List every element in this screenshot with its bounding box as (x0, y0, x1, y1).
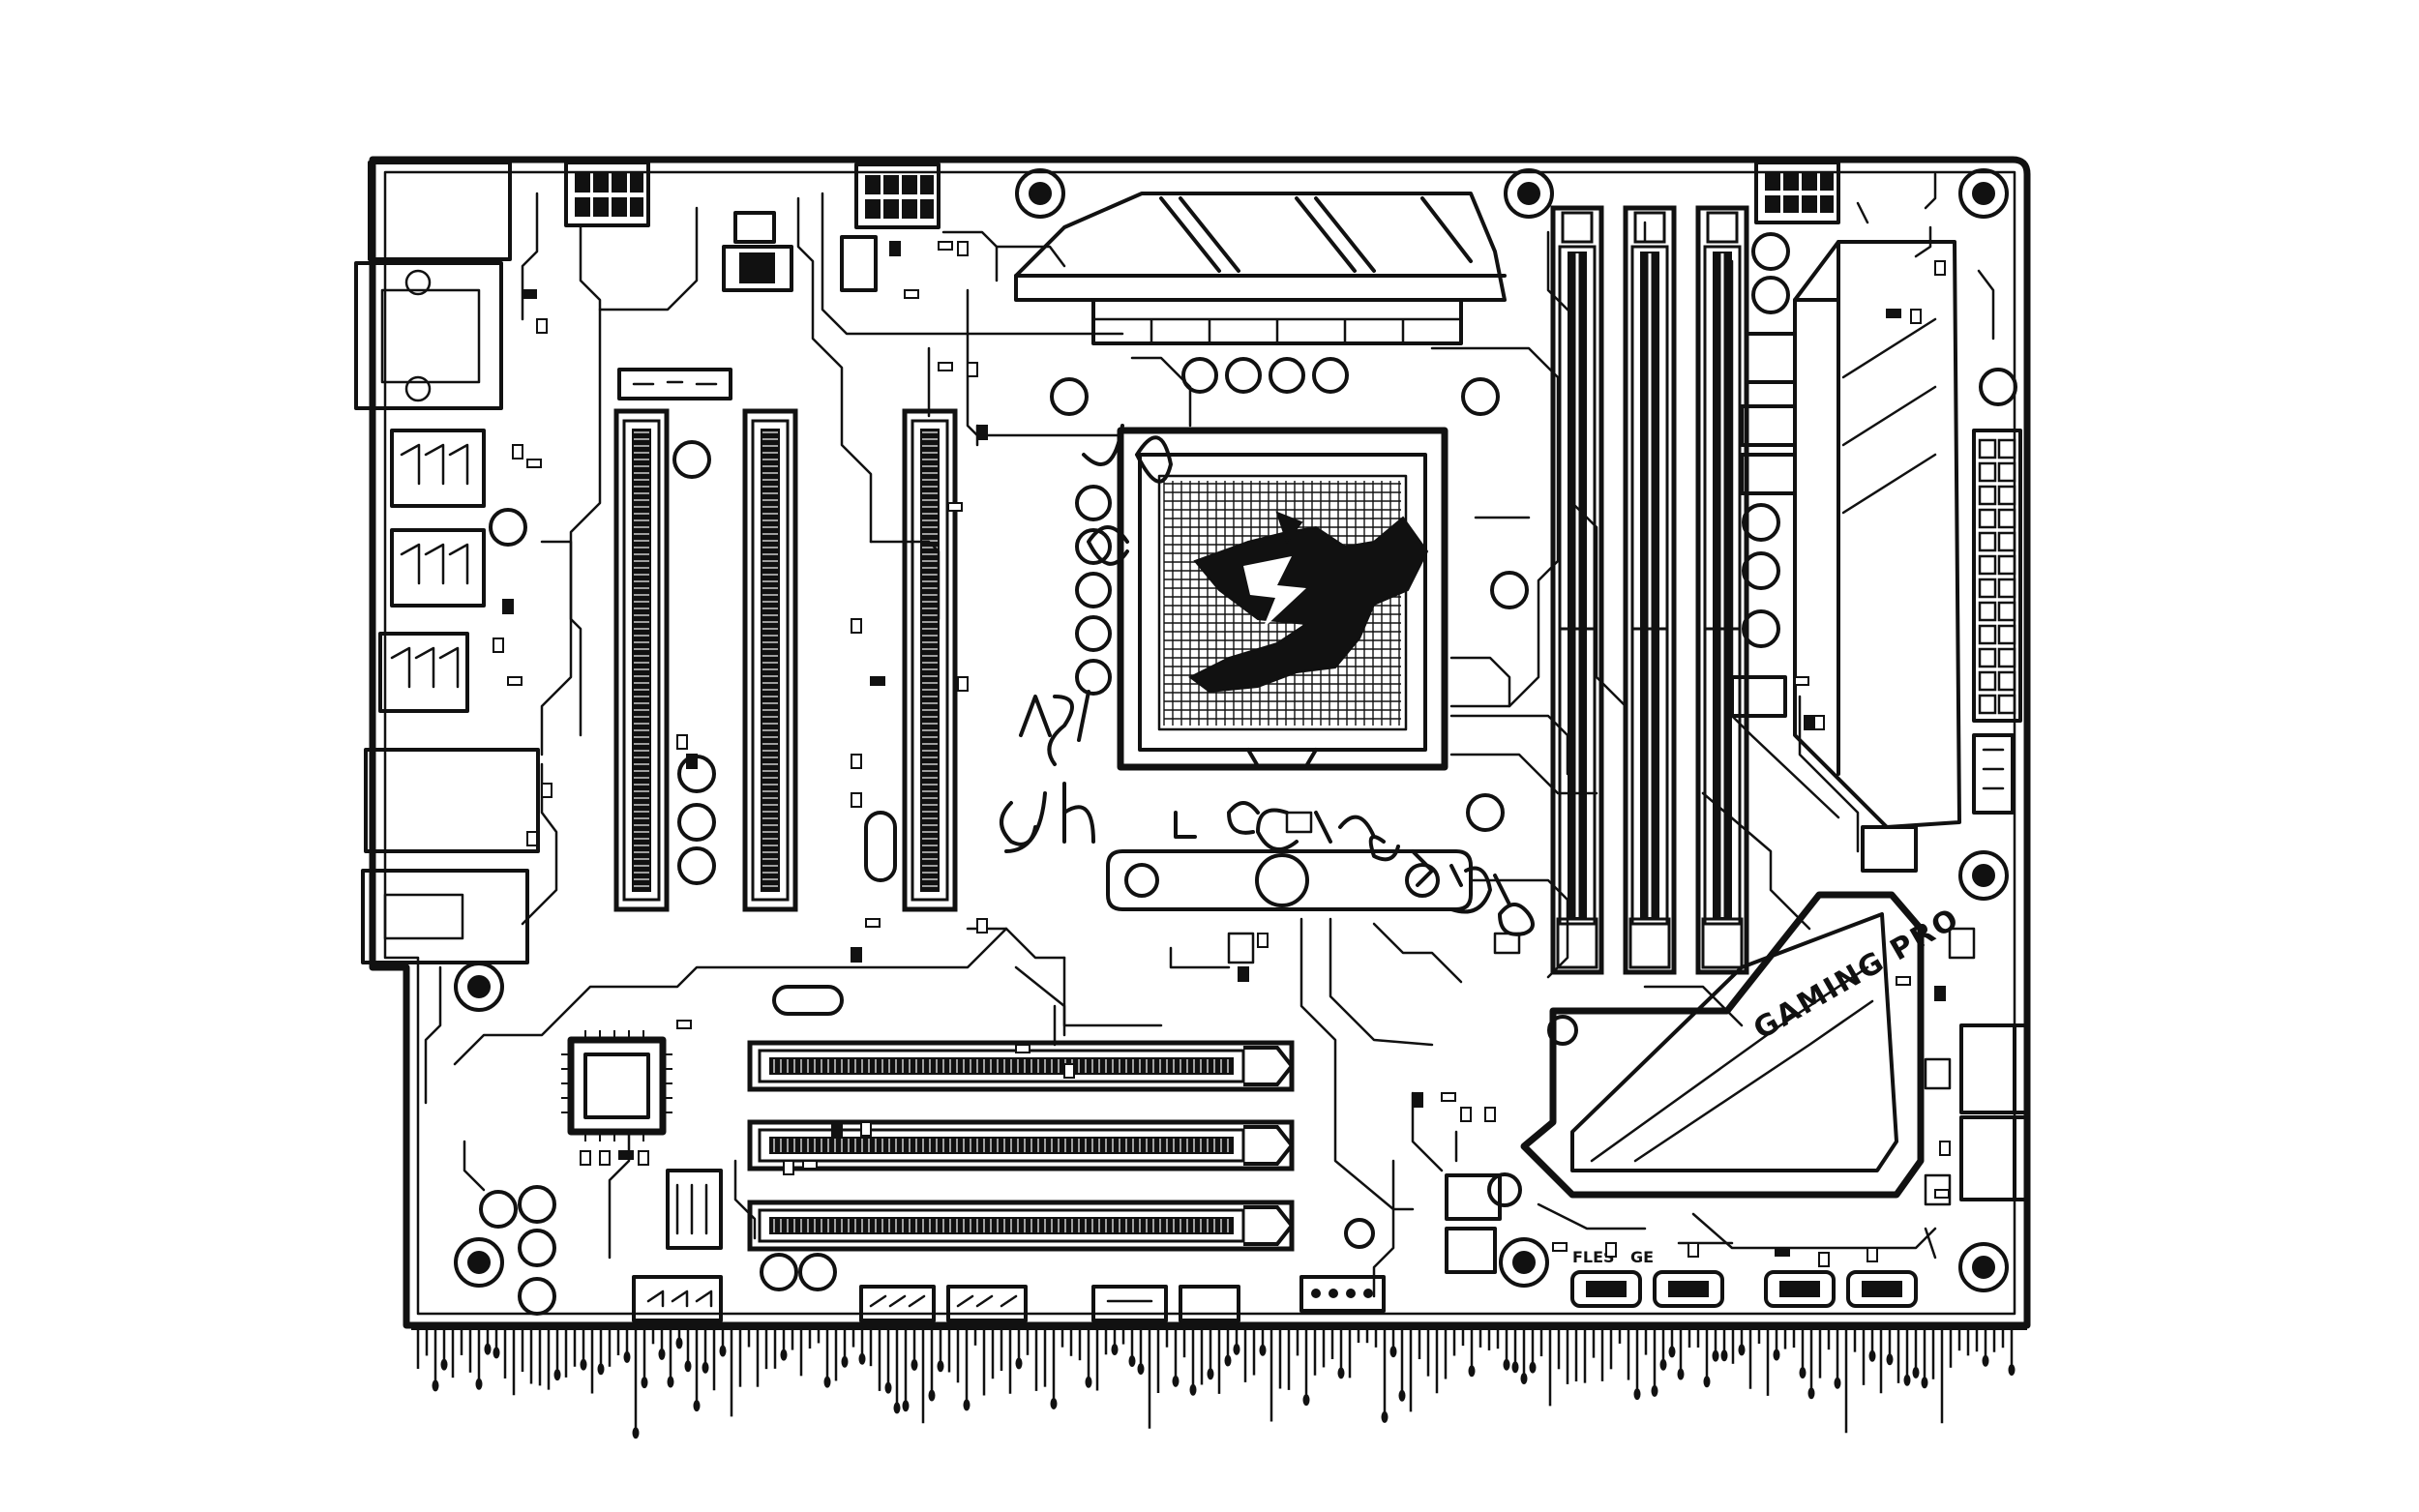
memory-slots (1550, 205, 1749, 975)
rear-io-panel (354, 161, 540, 964)
sata-label-1: FLES (1572, 1248, 1615, 1266)
cpu-power-connectors (564, 161, 1840, 229)
board-inner-edge (383, 170, 2016, 1316)
atx-power-connector (1972, 429, 2022, 815)
ram-side-heatsink (1793, 240, 1961, 873)
lightning-logo-icon (1188, 511, 1429, 694)
board-outline (369, 156, 2031, 1329)
ink-drips (411, 1324, 2027, 1439)
circuit-traces (424, 172, 1995, 1298)
graffiti-scribble (1000, 424, 1535, 936)
bottom-headers (632, 1275, 1386, 1322)
super-io-chip (561, 1030, 672, 1141)
pcie-horizontal-slots (747, 1040, 1295, 1252)
pcie-slots (613, 408, 958, 912)
sata-label-2: GE (1630, 1248, 1654, 1266)
front-usb-headers (1959, 1023, 2029, 1201)
smd-components (493, 241, 1951, 1267)
vrm-capacitors (1050, 357, 1529, 832)
socket-retention-bar (1106, 849, 1473, 911)
vrm-heatsink (1014, 192, 1507, 345)
sata-ports: FLES GE (1570, 1248, 1918, 1308)
